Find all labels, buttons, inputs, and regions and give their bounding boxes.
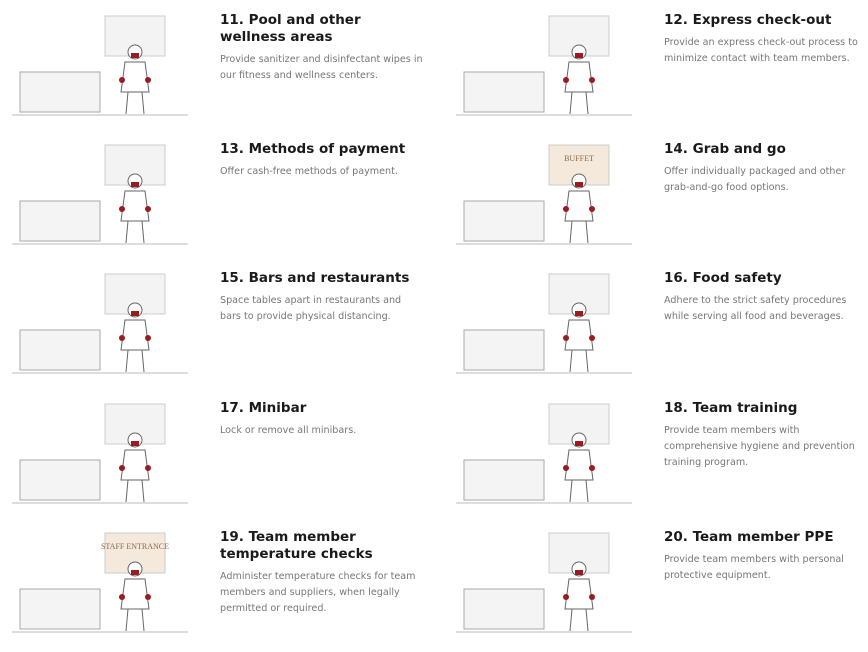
measure-item: 17. Minibar Lock or remove all minibars. [10, 398, 440, 523]
measure-item: STAFF ENTRANCE 19. Team member temperatu… [10, 527, 440, 652]
measure-item: 18. Team training Provide team members w… [454, 398, 868, 523]
measure-description: Provide team members with comprehensive … [664, 425, 855, 468]
measure-title: 16. Food safety [664, 270, 782, 286]
measure-item: 13. Methods of payment Offer cash-free m… [10, 139, 440, 264]
measure-description: Provide an express check-out process to … [664, 37, 858, 64]
measure-description: Space tables apart in restaurants and ba… [220, 295, 402, 322]
measure-item: 12. Express check-out Provide an express… [454, 10, 868, 135]
illustration-sign: BUFFET [564, 154, 594, 163]
illustration-sign: STAFF ENTRANCE [101, 542, 169, 551]
restaurant-icon [12, 273, 188, 374]
measure-description: Offer cash-free methods of payment. [220, 166, 398, 177]
training-icon [456, 403, 632, 504]
measure-description: Provide sanitizer and disinfectant wipes… [220, 54, 423, 81]
ppe-icon [456, 532, 632, 633]
measure-title: 18. Team training [664, 400, 798, 416]
measure-description: Administer temperature checks for team m… [220, 571, 416, 614]
checkout-icon [456, 15, 632, 116]
buffet-icon: BUFFET [456, 144, 632, 245]
measure-item: BUFFET 14. Grab and go Offer individuall… [454, 139, 868, 264]
measure-title: 11. Pool and other wellness areas [220, 12, 361, 45]
measure-title: 15. Bars and restaurants [220, 270, 410, 286]
measure-description: Lock or remove all minibars. [220, 425, 357, 436]
minibar-icon [12, 403, 188, 504]
payment-icon [12, 144, 188, 245]
measure-description: Offer individually packaged and other gr… [664, 166, 846, 193]
measure-title: 13. Methods of payment [220, 141, 406, 157]
measure-item: 15. Bars and restaurants Space tables ap… [10, 268, 440, 393]
measure-title: 17. Minibar [220, 400, 307, 416]
food-safety-icon [456, 273, 632, 374]
measure-title: 19. Team member temperature checks [220, 529, 373, 562]
measure-title: 20. Team member PPE [664, 529, 834, 545]
gym-icon [12, 15, 188, 116]
measure-description: Provide team members with personal prote… [664, 554, 844, 581]
measure-item: 11. Pool and other wellness areas Provid… [10, 10, 440, 135]
measure-title: 14. Grab and go [664, 141, 786, 157]
measure-item: 16. Food safety Adhere to the strict saf… [454, 268, 868, 393]
measure-item: 20. Team member PPE Provide team members… [454, 527, 868, 652]
measure-description: Adhere to the strict safety procedures w… [664, 295, 847, 322]
temperature-check-icon: STAFF ENTRANCE [12, 532, 188, 633]
measure-title: 12. Express check-out [664, 12, 832, 28]
